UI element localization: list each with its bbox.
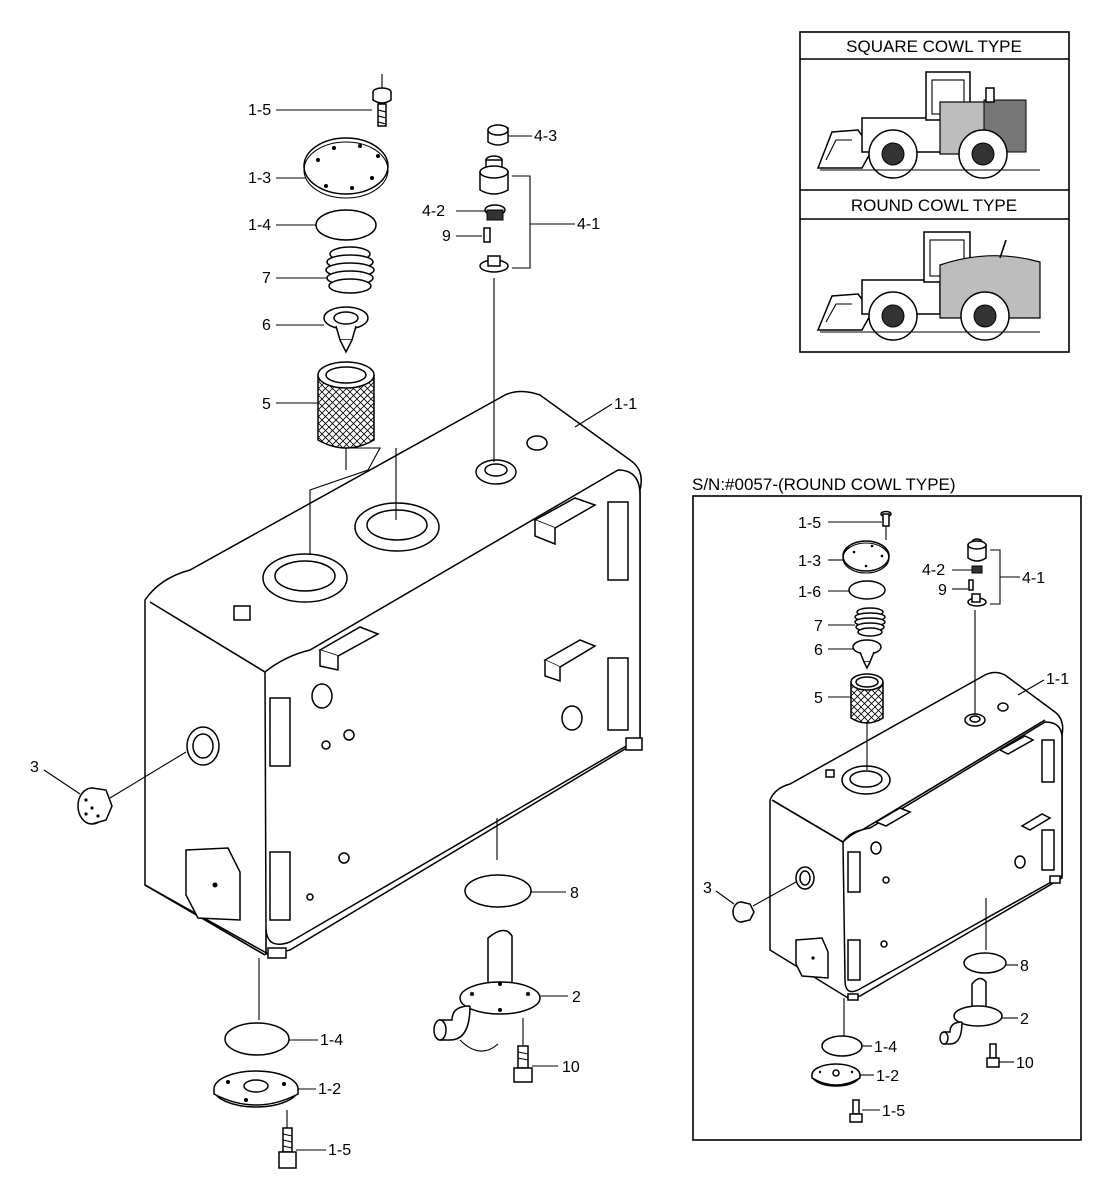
part-1-3-cover-plate: [303, 137, 389, 199]
sub-part-5-strainer: [850, 673, 884, 724]
sub-assembly-title: S/N:#0057-(ROUND COWL TYPE): [692, 475, 956, 494]
part-1-2-bottom-cover: [213, 1070, 299, 1108]
sub-part-3-plug: [732, 881, 797, 923]
label-1-4-top: 1-4: [248, 217, 271, 234]
label-4-2: 4-2: [422, 203, 445, 220]
sub-part-6-valve: [852, 639, 882, 670]
sub-label-2: 2: [1020, 1011, 1029, 1028]
square-cowl-title: SQUARE COWL TYPE: [846, 37, 1022, 56]
label-6: 6: [262, 317, 271, 334]
label-2: 2: [572, 989, 581, 1006]
label-5: 5: [262, 396, 271, 413]
part-1-4-bottom-gasket: [224, 1022, 290, 1056]
sub-assembly-frame: [692, 495, 1082, 1141]
part-2-suction-pipe: [433, 929, 541, 1052]
label-3: 3: [30, 759, 39, 776]
label-1-5-bottom: 1-5: [328, 1142, 351, 1159]
sub-part-8-gasket: [963, 952, 1007, 974]
cowl-type-inset: SQUARE COWL TYPE ROUND COWL TYPE: [799, 31, 1070, 353]
sub-label-1-5-top: 1-5: [798, 515, 821, 532]
sub-label-1-2: 1-2: [876, 1068, 899, 1085]
sub-part-1-5-top-bolt: [880, 510, 892, 527]
sub-part-7-spring: [854, 607, 886, 637]
label-1-3: 1-3: [248, 170, 271, 187]
label-1-2: 1-2: [318, 1081, 341, 1098]
sub-label-1-1: 1-1: [1046, 671, 1069, 688]
sub-leader-lines: [715, 521, 1045, 1111]
label-8: 8: [570, 885, 579, 902]
sub-part-2-pipe: [939, 977, 1003, 1045]
part-1-4-top-gasket: [315, 209, 377, 241]
round-cowl-title: ROUND COWL TYPE: [851, 196, 1017, 215]
sub-label-1-6: 1-6: [798, 584, 821, 601]
part-5-strainer: [317, 361, 375, 449]
label-1-4-bottom: 1-4: [320, 1032, 343, 1049]
label-9: 9: [442, 228, 451, 245]
sub-label-6: 6: [814, 642, 823, 659]
main-exploded-view: 1-5 1-3 1-4 7 6 5 4-3 4-2 4-1 9 1-1 3 8 …: [30, 74, 643, 1169]
part-10-bolt: [513, 1045, 533, 1083]
sub-label-4-1: 4-1: [1022, 570, 1045, 587]
label-7: 7: [262, 270, 271, 287]
inset-frame: [799, 31, 1070, 353]
sub-part-1-2-cover: [811, 1063, 861, 1087]
sub-label-5: 5: [814, 690, 823, 707]
sub-label-1-3: 1-3: [798, 553, 821, 570]
part-4-1-air-breather: [479, 155, 575, 273]
sub-label-1-5-bottom: 1-5: [882, 1103, 905, 1120]
sub-part-1-6-gasket: [848, 580, 886, 600]
part-6-bypass-valve: [323, 306, 369, 354]
sub-part-1-5-bottom-bolt: [849, 1099, 863, 1123]
part-7-spring: [325, 246, 375, 294]
sub-label-3: 3: [703, 880, 712, 897]
sub-part-10-bolt: [986, 1043, 1000, 1068]
part-1-5-bottom-bolt: [278, 1127, 297, 1169]
sub-part-1-3-cover: [842, 540, 890, 574]
tank-body: [144, 390, 643, 959]
sub-part-4-1-breather: [967, 538, 1020, 607]
part-3-plug: [77, 751, 187, 825]
round-cowl-loader-image: [816, 231, 1041, 341]
label-10: 10: [562, 1059, 580, 1076]
sub-label-8: 8: [1020, 958, 1029, 975]
part-1-5-top-bolt: [372, 87, 392, 127]
label-4-1: 4-1: [577, 216, 600, 233]
main-leader-lines: [43, 109, 613, 1151]
part-8-gasket: [464, 874, 532, 908]
square-cowl-loader-image: [816, 71, 1040, 179]
sub-label-7: 7: [814, 618, 823, 635]
part-4-3-cap: [487, 124, 509, 146]
label-1-5-top: 1-5: [248, 102, 271, 119]
sub-part-1-4-gasket: [821, 1035, 863, 1057]
sub-label-1-4: 1-4: [874, 1039, 897, 1056]
label-1-1: 1-1: [614, 396, 637, 413]
sub-label-10: 10: [1016, 1055, 1034, 1072]
sub-label-4-2: 4-2: [922, 562, 945, 579]
sub-assembly-inset: S/N:#0057-(ROUND COWL TYPE): [692, 475, 1082, 1141]
sub-label-9: 9: [938, 582, 947, 599]
label-4-3: 4-3: [534, 128, 557, 145]
sub-tank-body: [769, 671, 1064, 1001]
